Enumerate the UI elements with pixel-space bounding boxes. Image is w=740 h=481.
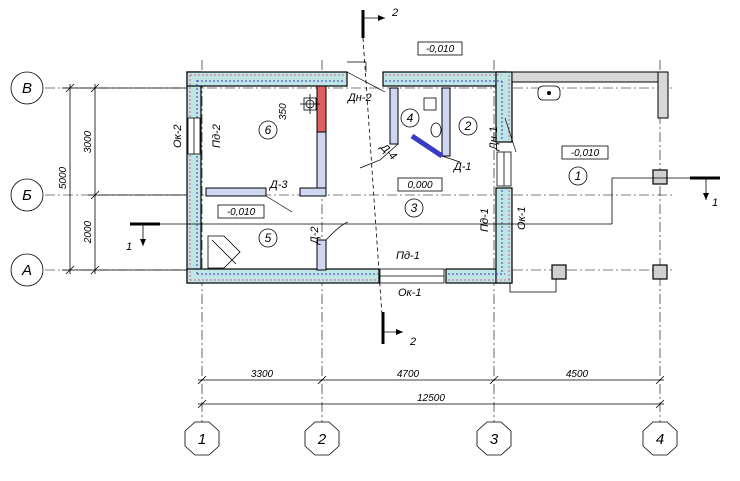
wall-left [186, 71, 202, 284]
wall-top-mid [382, 71, 506, 87]
partition-col2-lower [316, 239, 327, 271]
wall-top-right [511, 71, 669, 83]
wall-right-upper [657, 71, 669, 119]
room-6: 6 [265, 123, 272, 137]
label-dn1: Дн-1 [488, 126, 500, 152]
axis-label-b: Б [22, 187, 32, 204]
dim-left-lower: 2000 [83, 220, 94, 244]
dim-bottom-total: 12500 [417, 393, 445, 404]
axis-lines [45, 60, 672, 422]
section-2-bottom: 2 [409, 336, 416, 348]
label-d3: Д-3 [268, 179, 288, 191]
element-labels: Дн-2 Дн-1 Д-1 Д-2 Д-3 Д-4 Ок-1 Ок-1 Ок-2… [172, 92, 528, 299]
axis-bubble-v [10, 71, 44, 105]
wall-bottom-left [186, 268, 380, 284]
level-center: 0,000 [407, 180, 432, 191]
label-ok1-right: Ок-1 [516, 206, 528, 230]
section-lines: 2 2 1 1 [126, 7, 720, 348]
chimney-red [316, 85, 327, 133]
level-marks: -0,010 -0,010 0,000 -0,010 [217, 41, 609, 219]
row-axis-markers: В Б А [10, 71, 44, 287]
room-3: 3 [411, 201, 418, 215]
dim-bottom-3: 4500 [566, 369, 589, 380]
wall-top-left [186, 71, 348, 87]
section-1-left: 1 [126, 241, 132, 253]
room-4: 4 [407, 111, 414, 125]
room-2: 2 [464, 119, 472, 133]
left-dimensions: 5000 3000 2000 [58, 83, 195, 275]
axis-label-3: 3 [490, 431, 499, 448]
dim-bottom-2: 4700 [397, 369, 420, 380]
partition-wc-left [389, 87, 399, 145]
col-axis-markers: 1 2 3 4 [184, 421, 678, 456]
level-left: -0,010 [227, 207, 256, 218]
toilet-fixture [423, 97, 437, 111]
axis-bubble-a [10, 253, 44, 287]
partition-d3-right [299, 187, 327, 197]
axis-bubble-4 [642, 421, 678, 456]
label-pd2: Пд-2 [211, 124, 223, 148]
dim-left-upper: 3000 [83, 130, 94, 153]
wall-col3-lower [495, 187, 513, 284]
room-1: 1 [575, 169, 582, 183]
axis-label-a: А [21, 262, 32, 279]
dim-left-total: 5000 [58, 166, 69, 189]
axis-label-4: 4 [656, 431, 664, 448]
sink-fixture [430, 122, 442, 138]
label-d2: Д-2 [309, 226, 321, 246]
room-5: 5 [265, 231, 272, 245]
partition-diagonal [410, 133, 444, 159]
level-right: -0,010 [571, 148, 600, 159]
partition-d3-left [205, 187, 267, 197]
dim-350: 350 [278, 103, 289, 120]
axis-label-v: В [22, 80, 32, 97]
axis-bubble-2 [304, 421, 340, 456]
column-mid-bottom [551, 264, 567, 280]
label-ok2: Ок-2 [172, 124, 184, 148]
section-1-right: 1 [712, 197, 718, 209]
label-pd1-bottom: Пд-1 [396, 250, 420, 262]
column-right-bottom [652, 264, 668, 280]
label-d1: Д-1 [452, 161, 472, 173]
label-dn2: Дн-2 [346, 92, 372, 104]
room-numbers: 6 5 4 2 3 1 [258, 108, 588, 248]
windows [187, 117, 512, 284]
label-ok1-bottom: Ок-1 [398, 287, 422, 299]
dim-bottom-1: 3300 [251, 369, 274, 380]
wall-col3-upper [495, 71, 513, 143]
axis-bubble-b [10, 178, 44, 212]
axis-label-1: 1 [198, 431, 206, 448]
axis-bubble-1 [184, 421, 220, 456]
column-right-mid [652, 169, 668, 185]
label-pd1-right: Пд-1 [479, 208, 491, 232]
bottom-dimensions: 3300 4700 4500 12500 [197, 369, 665, 409]
doors-fixtures [207, 61, 561, 293]
axis-label-2: 2 [317, 431, 327, 448]
axis-bubble-3 [476, 421, 512, 456]
partition-wc-right [441, 87, 451, 157]
section-2-top: 2 [391, 7, 398, 19]
level-top: -0,010 [426, 44, 455, 55]
